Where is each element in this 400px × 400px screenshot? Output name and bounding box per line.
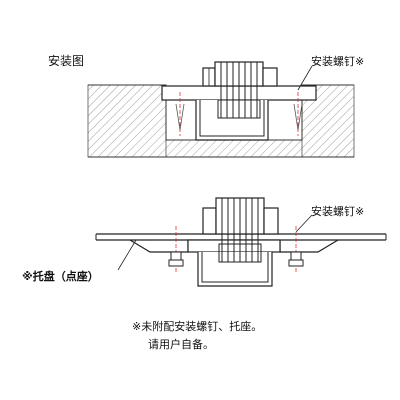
- bottom-bolt-right: [288, 226, 304, 272]
- bottom-right-knob: [263, 207, 279, 235]
- top-screw-leader: [297, 65, 313, 91]
- tray-label: ※托盘（点座）: [22, 270, 99, 283]
- note-line-2: 请用户自备。: [148, 338, 214, 351]
- left-knob: [202, 67, 216, 87]
- top-screw-left: [175, 92, 185, 136]
- finned-block: [214, 61, 264, 119]
- bottom-housing: [197, 252, 273, 287]
- top-screw-label: 安装螺钉※: [311, 55, 365, 68]
- bottom-screw-leader: [295, 214, 313, 233]
- bottom-finned-block: [215, 197, 265, 263]
- bottom-installation-view: [95, 197, 387, 287]
- recessed-housing: [195, 100, 269, 141]
- note-line-1: ※未附配安装螺钉、托座。: [132, 320, 263, 333]
- tray-leader: [117, 239, 137, 271]
- top-installation-view: [87, 61, 355, 158]
- tray-plate: [95, 233, 387, 241]
- top-screw-right: [293, 92, 303, 136]
- bottom-bolt-left: [168, 226, 184, 272]
- diagram-title: 安装图: [48, 54, 85, 68]
- bottom-screw-label: 安装螺钉※: [311, 205, 365, 218]
- right-knob: [262, 67, 278, 87]
- bottom-left-knob: [202, 207, 217, 235]
